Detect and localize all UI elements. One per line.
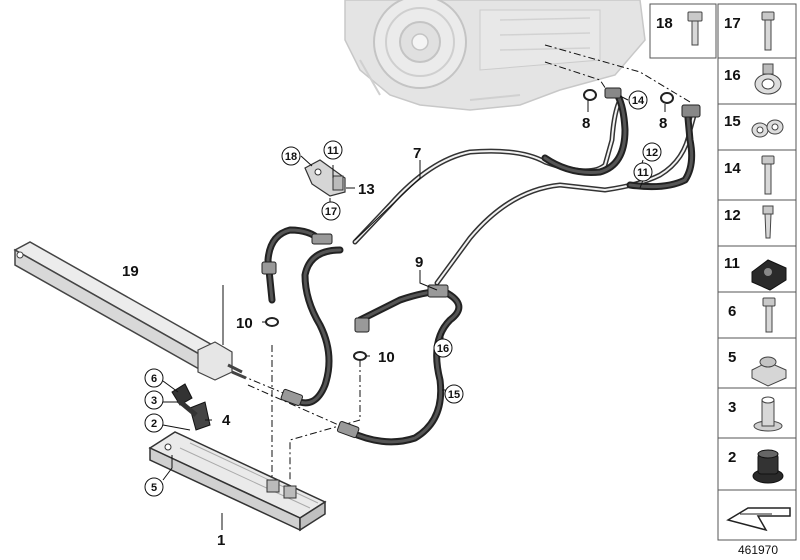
bracket-clip-icon bbox=[751, 259, 787, 291]
panel-label-18: 18 bbox=[656, 15, 673, 32]
svg-text:14: 14 bbox=[632, 95, 645, 107]
panel-cell-12: 12 bbox=[724, 205, 774, 239]
callout-3-circled: 3 bbox=[144, 390, 164, 410]
panel-label-6: 6 bbox=[728, 303, 736, 320]
svg-text:11: 11 bbox=[637, 167, 649, 179]
transmission-oil-cooler bbox=[13, 241, 247, 381]
callout-9: 9 bbox=[415, 254, 423, 271]
transmission-housing bbox=[344, 0, 646, 111]
panel-label-15: 15 bbox=[724, 113, 741, 130]
svg-text:11: 11 bbox=[327, 145, 339, 157]
hose-left-return bbox=[280, 246, 344, 407]
o-ring-10-left bbox=[265, 317, 279, 327]
panel-cell-6: 6 bbox=[728, 297, 776, 333]
callout-1: 1 bbox=[217, 532, 225, 549]
mount-bracket-4 bbox=[171, 383, 211, 431]
svg-text:12: 12 bbox=[646, 147, 658, 159]
panel-label-11: 11 bbox=[724, 255, 740, 272]
hose-16 bbox=[354, 288, 449, 333]
o-ring-10-right bbox=[353, 351, 367, 361]
grommet-icon bbox=[752, 449, 784, 484]
callout-8-right: 8 bbox=[659, 115, 667, 132]
callout-14-circled: 14 bbox=[628, 90, 648, 110]
callout-16-circled: 16 bbox=[433, 338, 453, 358]
callout-5-circled: 5 bbox=[144, 477, 164, 497]
panel-cell-5: 5 bbox=[728, 349, 787, 387]
upper-hose-left bbox=[541, 87, 629, 176]
panel-label-2: 2 bbox=[728, 449, 736, 466]
callout-7: 7 bbox=[413, 145, 421, 162]
panel-cell-11: 11 bbox=[724, 255, 787, 291]
bolt-icon bbox=[761, 155, 775, 195]
callout-19: 19 bbox=[122, 263, 139, 280]
panel-label-17: 17 bbox=[724, 15, 741, 32]
panel-cell-3: 3 bbox=[728, 396, 783, 432]
callout-8-left: 8 bbox=[582, 115, 590, 132]
callout-11-circled-a: 11 bbox=[323, 140, 343, 160]
double-clip-icon bbox=[751, 119, 784, 138]
svg-text:2: 2 bbox=[151, 418, 157, 430]
direction-arrow-icon bbox=[726, 507, 791, 532]
leader-lines bbox=[162, 95, 666, 530]
panel-label-14: 14 bbox=[724, 160, 741, 177]
svg-text:18: 18 bbox=[285, 151, 297, 163]
stud-bolt-icon bbox=[762, 205, 774, 239]
callout-10-left: 10 bbox=[236, 315, 253, 332]
hose-clamp-icon bbox=[754, 63, 782, 95]
panel-cell-18: 18 bbox=[656, 11, 703, 46]
bracket-13 bbox=[304, 159, 346, 197]
hose-left-upper bbox=[261, 226, 333, 304]
bolt-icon bbox=[761, 11, 775, 51]
callout-11-circled-b: 11 bbox=[633, 162, 653, 182]
hex-nut-icon bbox=[751, 356, 787, 387]
callout-plain-labels: 19 7 9 8 8 10 10 13 4 1 bbox=[122, 115, 667, 549]
diagram-number: 461970 bbox=[738, 543, 778, 557]
bolt-icon bbox=[687, 11, 703, 46]
panel-cell-15: 15 bbox=[724, 113, 784, 138]
callout-13: 13 bbox=[358, 181, 375, 198]
callout-15-circled: 15 bbox=[444, 384, 464, 404]
panel-label-16: 16 bbox=[724, 67, 741, 84]
svg-text:6: 6 bbox=[151, 373, 157, 385]
callout-6-circled: 6 bbox=[144, 368, 164, 388]
panel-label-3: 3 bbox=[728, 399, 736, 416]
o-ring-8-left bbox=[583, 89, 597, 101]
assembly-guide-lines bbox=[239, 44, 691, 480]
svg-text:16: 16 bbox=[437, 343, 449, 355]
o-ring-8-right bbox=[660, 92, 674, 104]
panel-label-5: 5 bbox=[728, 349, 736, 366]
svg-text:17: 17 bbox=[325, 206, 337, 218]
panel-cell-16: 16 bbox=[724, 63, 782, 95]
panel-label-12: 12 bbox=[724, 207, 741, 224]
spacer-sleeve-icon bbox=[753, 396, 783, 432]
svg-text:15: 15 bbox=[448, 389, 460, 401]
upper-hose-right bbox=[626, 104, 701, 191]
panel-cell-14: 14 bbox=[724, 155, 775, 195]
hose-15 bbox=[336, 284, 463, 446]
callout-17-circled: 17 bbox=[321, 201, 341, 221]
panel-cell-17: 17 bbox=[724, 11, 775, 51]
callout-18-circled: 18 bbox=[281, 146, 301, 166]
callout-12-circled: 12 bbox=[642, 142, 662, 162]
callout-10-right: 10 bbox=[378, 349, 395, 366]
bolt-icon bbox=[762, 297, 776, 333]
panel-cell-2: 2 bbox=[728, 449, 784, 484]
oil-cooler-line-9 bbox=[434, 109, 698, 286]
parts-panel: 18 17 16 bbox=[649, 3, 797, 541]
svg-text:5: 5 bbox=[151, 482, 157, 494]
callout-4: 4 bbox=[222, 412, 231, 429]
callout-2-circled: 2 bbox=[144, 413, 164, 433]
callout-circled-labels: 18 11 17 14 12 11 16 15 6 3 2 5 bbox=[144, 90, 662, 497]
oil-cooler-1 bbox=[148, 431, 327, 532]
svg-text:3: 3 bbox=[151, 395, 157, 407]
